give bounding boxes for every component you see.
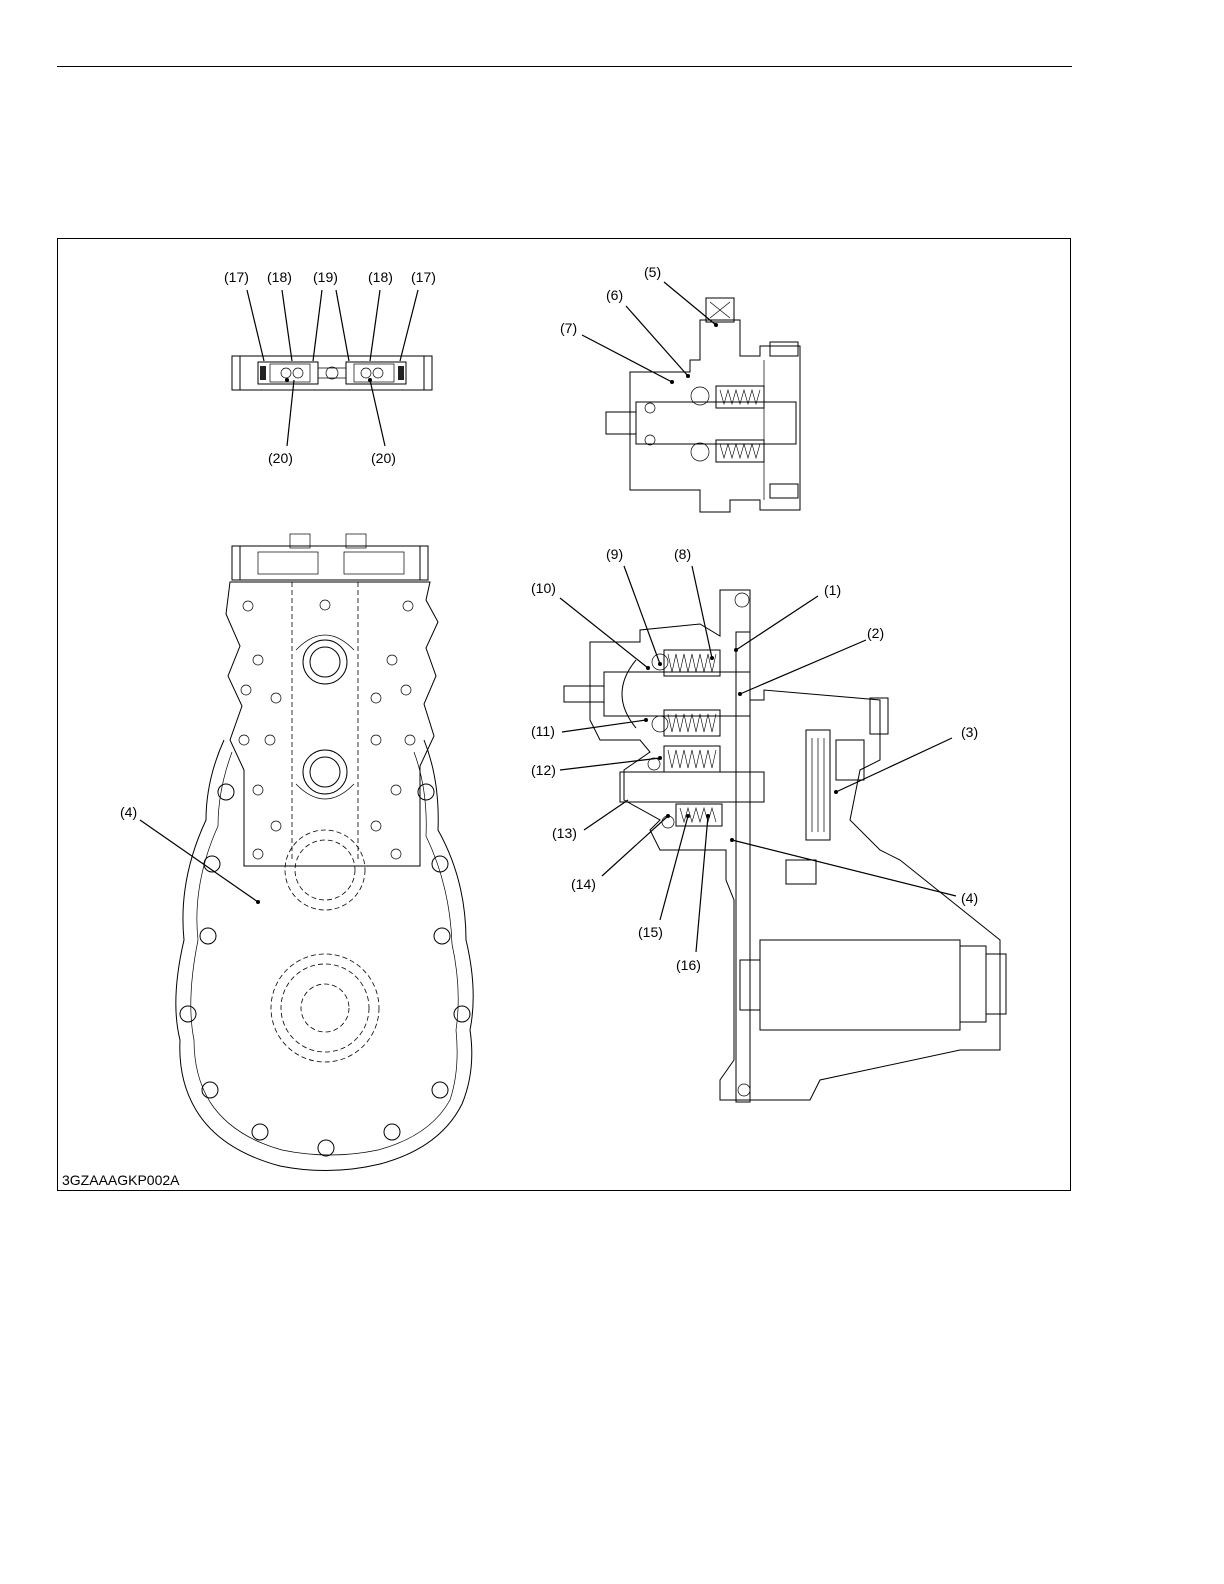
callout-1: (1)	[824, 582, 841, 598]
callout-16: (16)	[676, 957, 701, 973]
callout-12: (12)	[531, 762, 556, 778]
transmission-side-section	[564, 590, 1006, 1102]
gear-case-front-view	[176, 534, 473, 1171]
callout-20-left: (20)	[268, 450, 293, 466]
callout-2: (2)	[867, 625, 884, 641]
callout-labels: (17) (18) (19) (18) (17) (20) (20) (5) (…	[120, 264, 978, 973]
callout-7: (7)	[560, 320, 577, 336]
callout-4-left: (4)	[120, 804, 137, 820]
callout-8: (8)	[674, 546, 691, 562]
callout-18-right: (18)	[368, 269, 393, 285]
callout-17-left: (17)	[224, 269, 249, 285]
callout-4-right: (4)	[961, 890, 978, 906]
callout-18-left: (18)	[267, 269, 292, 285]
callout-20-right: (20)	[371, 450, 396, 466]
callout-9: (9)	[606, 546, 623, 562]
callout-13: (13)	[552, 825, 577, 841]
callout-6: (6)	[606, 287, 623, 303]
callout-15: (15)	[638, 924, 663, 940]
callout-10: (10)	[531, 580, 556, 596]
callout-17-right: (17)	[411, 269, 436, 285]
callout-14: (14)	[571, 876, 596, 892]
valve-bar-detail	[232, 356, 432, 390]
callout-5: (5)	[644, 264, 661, 280]
callout-3: (3)	[961, 724, 978, 740]
callout-19: (19)	[313, 269, 338, 285]
callout-11: (11)	[531, 723, 555, 739]
leader-points	[256, 323, 838, 904]
figure-id: 3GZAAAGKP002A	[62, 1172, 180, 1188]
valve-section-detail	[606, 298, 800, 512]
